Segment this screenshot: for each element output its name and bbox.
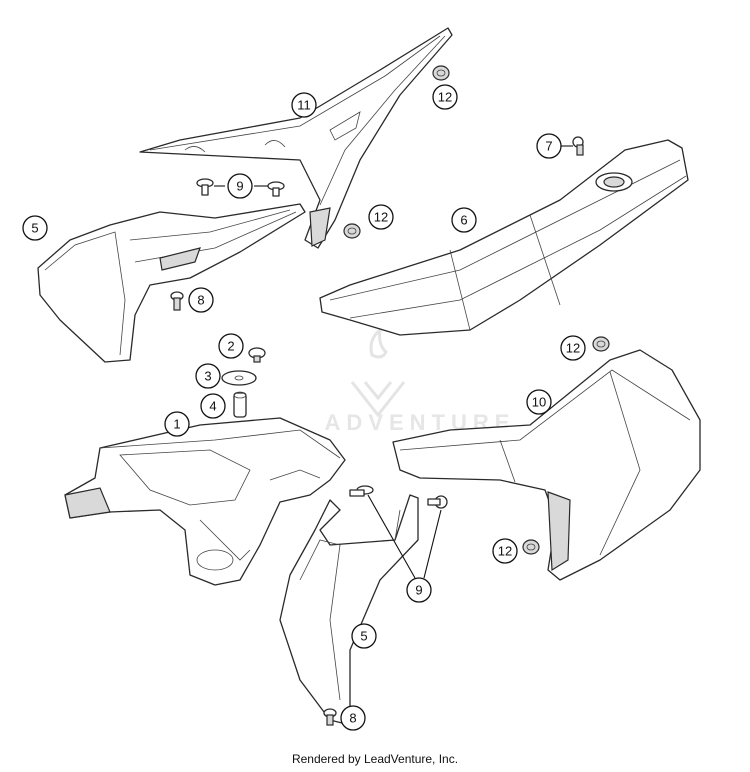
svg-text:7: 7 [545,139,552,154]
watermark-logo: ADVENTURE [325,326,509,435]
screw-9-lower-right [427,495,448,509]
svg-text:10: 10 [532,395,546,410]
svg-text:8: 8 [349,711,356,726]
callout-3: 3 [195,363,221,389]
callout-12-lower: 12 [492,538,518,564]
part-1-airbox [64,417,346,586]
grommet-12-right [592,336,610,352]
svg-text:4: 4 [209,399,216,414]
screw-8-upper [170,291,184,311]
svg-text:9: 9 [415,583,422,598]
callout-5-upper: 5 [22,215,48,241]
callout-6: 6 [451,207,477,233]
footer-credit: Rendered by LeadVenture, Inc. [291,752,459,766]
grommet-12-mid [343,223,361,239]
svg-text:1: 1 [173,417,180,432]
svg-text:8: 8 [197,293,204,308]
svg-text:12: 12 [566,341,580,356]
grommet-12-top [432,65,450,81]
svg-text:12: 12 [374,210,388,225]
svg-text:3: 3 [204,369,211,384]
callout-4: 4 [200,393,226,419]
callout-12-right: 12 [560,335,586,361]
svg-text:5: 5 [31,221,38,236]
screw-8-lower [323,708,337,726]
svg-text:5: 5 [360,629,367,644]
screw-9-lower-left [349,485,374,497]
part-11-airbox-cover [139,27,453,249]
callout-8-lower: 8 [340,705,366,731]
callout-12-top: 12 [432,84,458,110]
part-6-seat [319,139,689,336]
screw-9-left [196,178,214,196]
svg-text:11: 11 [297,98,311,113]
part-4-spacer [233,391,247,418]
part-3-washer-plate [221,370,257,386]
part-5-left-side-panel [37,203,306,363]
part-5-lower-side-panel [279,494,419,726]
callout-8-upper: 8 [188,287,214,313]
callout-2: 2 [218,333,244,359]
svg-text:12: 12 [498,544,512,559]
callout-7: 7 [536,133,562,159]
svg-text:9: 9 [236,179,243,194]
callout-9-upper: 9 [227,173,253,199]
screw-9-right [267,181,285,197]
svg-text:6: 6 [460,213,467,228]
part-2-bolt [248,347,266,363]
callout-5-lower: 5 [351,623,377,649]
part-7-seat-bolt [572,136,584,156]
callout-11: 11 [291,92,317,118]
part-10-right-side-panel [392,349,701,581]
grommet-12-lower [522,539,540,555]
svg-text:12: 12 [438,90,452,105]
callout-9-lower: 9 [406,577,432,603]
callout-1: 1 [164,411,190,437]
callout-12-mid: 12 [368,204,394,230]
svg-text:2: 2 [227,339,234,354]
callout-10: 10 [526,389,552,415]
leader-lines [214,145,573,579]
